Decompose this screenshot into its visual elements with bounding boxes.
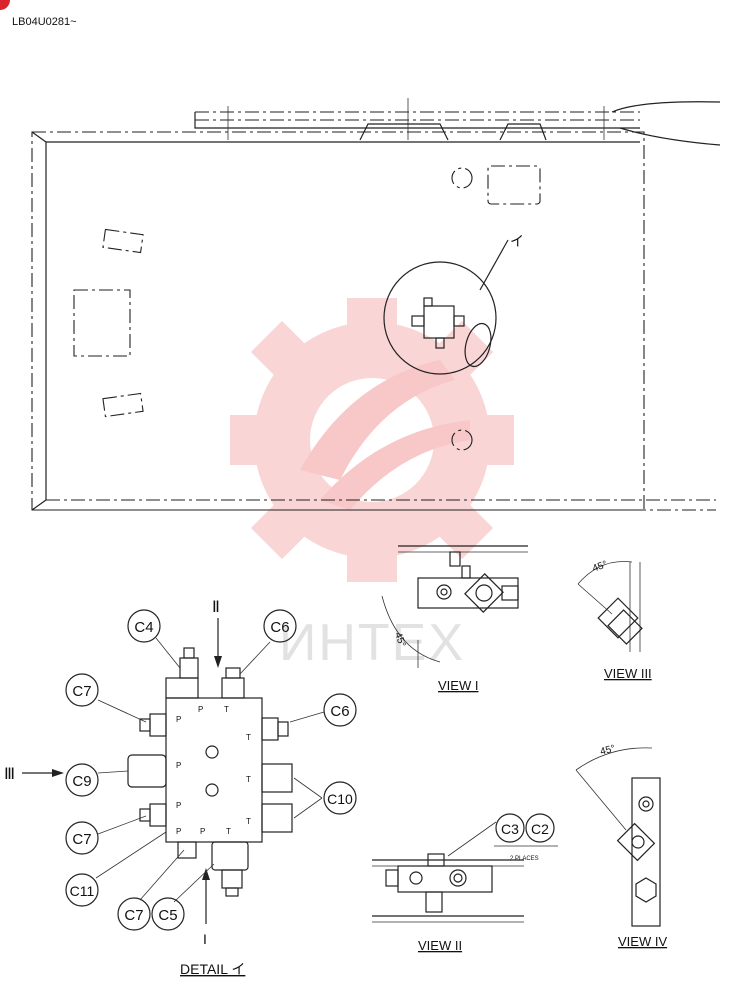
callout-c7-bottom: C7 <box>117 897 151 931</box>
view-arrow-label-iii: Ⅲ <box>4 766 15 783</box>
callout-c3: C3 <box>495 813 525 843</box>
port-p: P <box>176 715 181 724</box>
svg-text:C11: C11 <box>70 883 95 899</box>
port-p: P <box>200 827 205 836</box>
main-plan-view: イ <box>31 98 721 511</box>
svg-text:C3: C3 <box>501 821 519 837</box>
view-iv-angle: 45° <box>599 743 616 758</box>
port-t: T <box>246 733 251 742</box>
svg-text:C6: C6 <box>270 619 289 636</box>
view-iv-title: VIEW IV <box>618 934 667 949</box>
view-arrow-label-i: I <box>203 931 207 947</box>
detail-title: DETAIL イ <box>180 961 245 977</box>
port-p: P <box>176 801 181 810</box>
port-t: T <box>246 775 251 784</box>
corner-marker <box>0 0 10 10</box>
view-ii: C3 C2 2 PLACES VIEW II <box>372 813 558 953</box>
callout-c2: C2 <box>525 813 555 843</box>
watermark-gear-logo <box>230 298 514 582</box>
port-p: P <box>198 705 203 714</box>
callout-c11: C11 <box>65 873 99 907</box>
detail-callout-label: イ <box>510 233 524 249</box>
callout-c6-right: C6 <box>323 693 357 727</box>
port-p: P <box>176 761 181 770</box>
svg-text:C5: C5 <box>158 907 177 924</box>
view-i-angle: 45° <box>392 631 408 649</box>
view-iv: 45° VIEW IV <box>575 743 667 949</box>
view-iii-angle: 45° <box>591 559 609 575</box>
svg-text:C4: C4 <box>134 619 153 636</box>
view-i: 45° VIEW I <box>381 545 528 693</box>
view-iii: 45° VIEW III <box>577 559 652 681</box>
svg-text:C10: C10 <box>327 791 353 807</box>
svg-text:C7: C7 <box>124 907 143 924</box>
callout-c6-top: C6 <box>263 609 297 643</box>
watermark-text: ИНТЕХ <box>279 614 465 672</box>
callout-c7-lower: C7 <box>65 821 99 855</box>
document-code: LB04U0281~ <box>12 16 77 28</box>
callout-c7-upper: C7 <box>65 673 99 707</box>
svg-text:C2: C2 <box>531 821 549 837</box>
port-t: T <box>246 817 251 826</box>
view-i-title: VIEW I <box>438 678 478 693</box>
view-iii-title: VIEW III <box>604 666 652 681</box>
callout-c5: C5 <box>151 897 185 931</box>
svg-text:C7: C7 <box>72 831 91 848</box>
svg-text:C6: C6 <box>330 703 349 720</box>
port-t: T <box>226 827 231 836</box>
port-t: T <box>224 705 229 714</box>
svg-text:C9: C9 <box>72 773 91 790</box>
svg-text:C7: C7 <box>72 683 91 700</box>
port-p: P <box>176 827 181 836</box>
view-ii-note: 2 PLACES <box>510 856 539 862</box>
detail-view: P P T P T P T P T P T Ⅱ Ⅲ I <box>4 599 357 977</box>
view-ii-title: VIEW II <box>418 938 462 953</box>
view-arrow-label-ii: Ⅱ <box>212 599 220 616</box>
callout-c9: C9 <box>65 763 99 797</box>
callout-c10: C10 <box>323 781 357 815</box>
callout-c4: C4 <box>127 609 161 643</box>
